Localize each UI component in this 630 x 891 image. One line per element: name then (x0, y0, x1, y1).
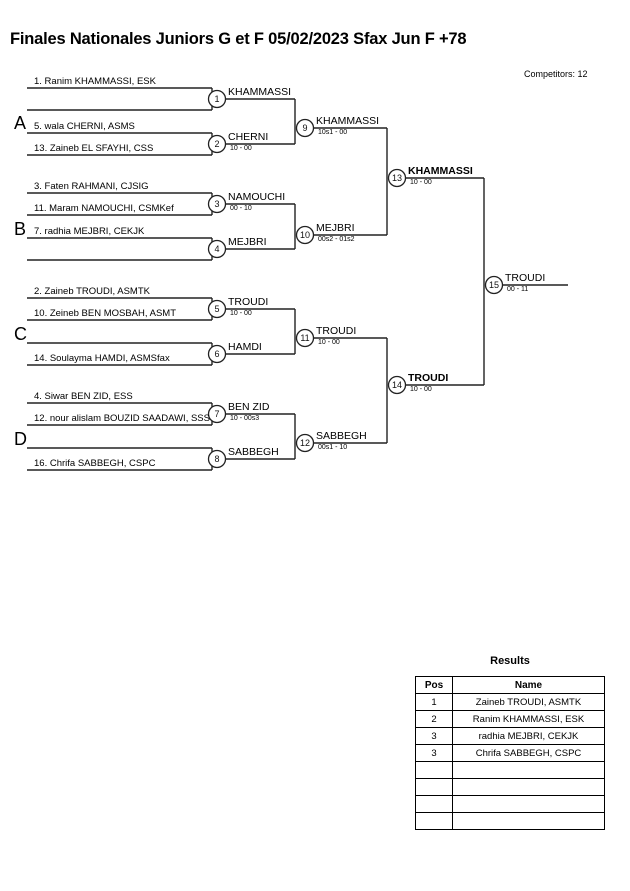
svg-text:10: 10 (300, 230, 310, 240)
results-pos: 3 (415, 744, 453, 762)
group-letter-D: D (14, 429, 27, 449)
match-score-13: 10 - 00 (410, 179, 432, 186)
entrant-name-7: 7. radhia MEJBRI, CEKJK (34, 226, 145, 237)
entrant-name-1: 1. Ranim KHAMMASSI, ESK (34, 76, 156, 87)
svg-text:7: 7 (214, 409, 219, 419)
group-letter-A: A (14, 113, 27, 133)
entrant-name-12: 14. Soulayma HAMDI, ASMSfax (34, 353, 170, 364)
match-score-9: 10s1 - 00 (318, 129, 348, 136)
results-header-row: Pos Name (415, 676, 605, 694)
svg-text:2: 2 (214, 139, 219, 149)
entrant-name-4: 13. Zaineb EL SFAYHI, CSS (34, 143, 154, 154)
match-winner-14: TROUDI (408, 372, 449, 384)
match-score-7: 10 - 00s3 (230, 415, 260, 422)
results-col-name: Name (452, 676, 605, 694)
svg-text:6: 6 (214, 349, 219, 359)
svg-text:12: 12 (300, 438, 310, 448)
results-name (452, 795, 605, 813)
results-row (415, 812, 605, 830)
match-winner-1: KHAMMASSI (228, 86, 292, 98)
results-pos (415, 761, 453, 779)
results-pos (415, 795, 453, 813)
entrant-name-10: 10. Zeineb BEN MOSBAH, ASMT (34, 308, 177, 319)
match-winner-3: NAMOUCHI (228, 191, 286, 203)
results-name: Chrifa SABBEGH, CSPC (452, 744, 605, 762)
match-winner-10: MEJBRI (316, 222, 355, 234)
results-name (452, 778, 605, 796)
entrant-name-16: 16. Chrifa SABBEGH, CSPC (34, 458, 156, 469)
page-title: Finales Nationales Juniors G et F 05/02/… (10, 30, 467, 48)
competitors-count: Competitors: 12 (524, 69, 588, 79)
match-score-5: 10 - 00 (230, 310, 252, 317)
group-letter-C: C (14, 324, 27, 344)
entrant-name-3: 5. wala CHERNI, ASMS (34, 121, 135, 132)
results-title: Results (490, 655, 530, 667)
match-winner-11: TROUDI (316, 325, 357, 337)
results-pos: 1 (415, 693, 453, 711)
match-score-3: 00 - 10 (230, 205, 252, 212)
results-col-pos: Pos (415, 676, 453, 694)
match-winner-13: KHAMMASSI (408, 165, 473, 177)
results-name (452, 812, 605, 830)
svg-text:11: 11 (300, 333, 309, 343)
svg-text:5: 5 (214, 304, 219, 314)
results-row (415, 795, 605, 813)
svg-text:14: 14 (392, 380, 402, 390)
match-score-14: 10 - 00 (410, 386, 432, 393)
svg-text:8: 8 (214, 454, 219, 464)
entrant-name-14: 12. nour alislam BOUZID SAADAWI, SSS (34, 413, 210, 424)
results-pos: 3 (415, 727, 453, 745)
match-score-12: 00s1 - 10 (318, 444, 348, 451)
match-winner-6: HAMDI (228, 341, 262, 353)
match-score-2: 10 - 00 (230, 145, 252, 152)
results-name: radhia MEJBRI, CEKJK (452, 727, 605, 745)
entrant-name-13: 4. Siwar BEN ZID, ESS (34, 391, 133, 402)
entrant-name-6: 11. Maram NAMOUCHI, CSMKef (34, 203, 174, 214)
results-pos: 2 (415, 710, 453, 728)
match-winner-9: KHAMMASSI (316, 115, 380, 127)
match-winner-4: MEJBRI (228, 236, 267, 248)
match-winner-12: SABBEGH (316, 430, 367, 442)
results-pos (415, 812, 453, 830)
entrant-name-9: 2. Zaineb TROUDI, ASMTK (34, 286, 150, 297)
match-score-10: 00s2 - 01s2 (318, 236, 355, 243)
svg-text:1: 1 (214, 94, 219, 104)
match-winner-5: TROUDI (228, 296, 269, 308)
match-score-11: 10 - 00 (318, 339, 340, 346)
svg-text:13: 13 (392, 173, 402, 183)
svg-text:3: 3 (214, 199, 219, 209)
match-winner-7: BEN ZID (228, 401, 270, 413)
group-letter-B: B (14, 219, 27, 239)
results-name (452, 761, 605, 779)
results-pos (415, 778, 453, 796)
results-name: Ranim KHAMMASSI, ESK (452, 710, 605, 728)
svg-text:9: 9 (302, 123, 307, 133)
entrant-name-5: 3. Faten RAHMANI, CJSIG (34, 181, 149, 192)
match-winner-15: TROUDI (505, 272, 546, 284)
results-name: Zaineb TROUDI, ASMTK (452, 693, 605, 711)
match-winner-2: CHERNI (228, 131, 269, 143)
svg-text:15: 15 (489, 280, 499, 290)
match-score-15: 00 - 11 (507, 286, 529, 293)
results-row (415, 761, 605, 779)
results-row (415, 778, 605, 796)
match-winner-8: SABBEGH (228, 446, 279, 458)
svg-text:4: 4 (214, 244, 219, 254)
